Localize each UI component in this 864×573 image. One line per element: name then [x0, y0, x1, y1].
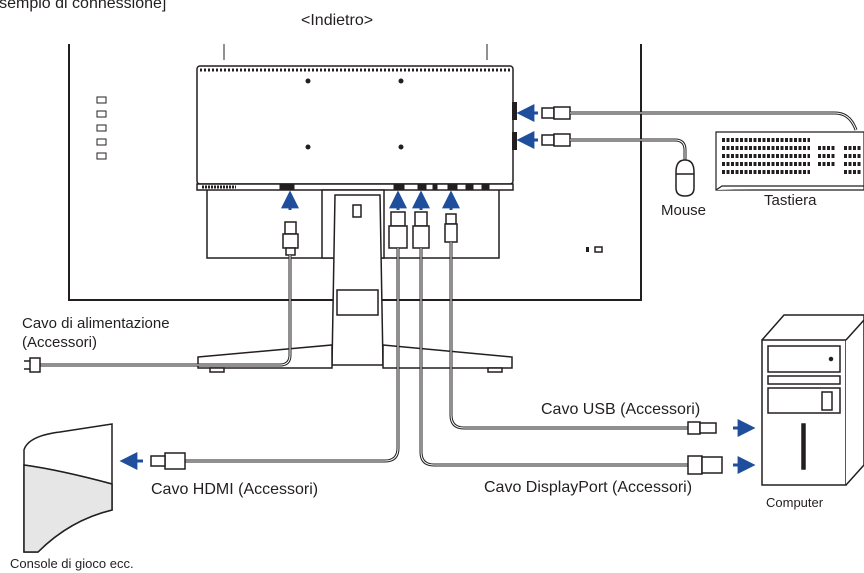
game-console-label: Console di gioco ecc. [10, 556, 134, 571]
monitor-stand [197, 194, 513, 373]
computer-icon [761, 314, 864, 486]
port-strip [196, 183, 514, 191]
usb-cable-label: Cavo USB (Accessori) [541, 401, 701, 418]
diagram-title: [Esempio di connessione] [0, 0, 167, 12]
computer-label: Computer [766, 495, 824, 510]
side-arrows [516, 104, 538, 149]
game-console-icon [23, 423, 113, 553]
device-arrows [119, 419, 756, 474]
power-cable [24, 221, 299, 373]
port-arrows [281, 190, 460, 210]
displayport-cable-label: Cavo DisplayPort (Accessori) [484, 479, 693, 496]
power-accessory-label: (Accessori) [22, 334, 98, 351]
monitor-buttons [96, 96, 107, 160]
usb-cable [444, 213, 717, 435]
mouse-label: Mouse [661, 202, 707, 219]
mouse-icon [675, 159, 695, 197]
displayport-cable [412, 211, 723, 475]
side-usb-cables [541, 106, 858, 160]
power-cable-label: Cavo di alimentazione [22, 315, 170, 332]
keyboard-label: Tastiera [764, 192, 817, 209]
view-label: <Indietro> [301, 12, 374, 29]
vesa-plate [196, 65, 517, 185]
keyboard-icon [715, 131, 864, 191]
hdmi-cable-label: Cavo HDMI (Accessori) [151, 481, 319, 498]
hdmi-cable [150, 211, 408, 470]
